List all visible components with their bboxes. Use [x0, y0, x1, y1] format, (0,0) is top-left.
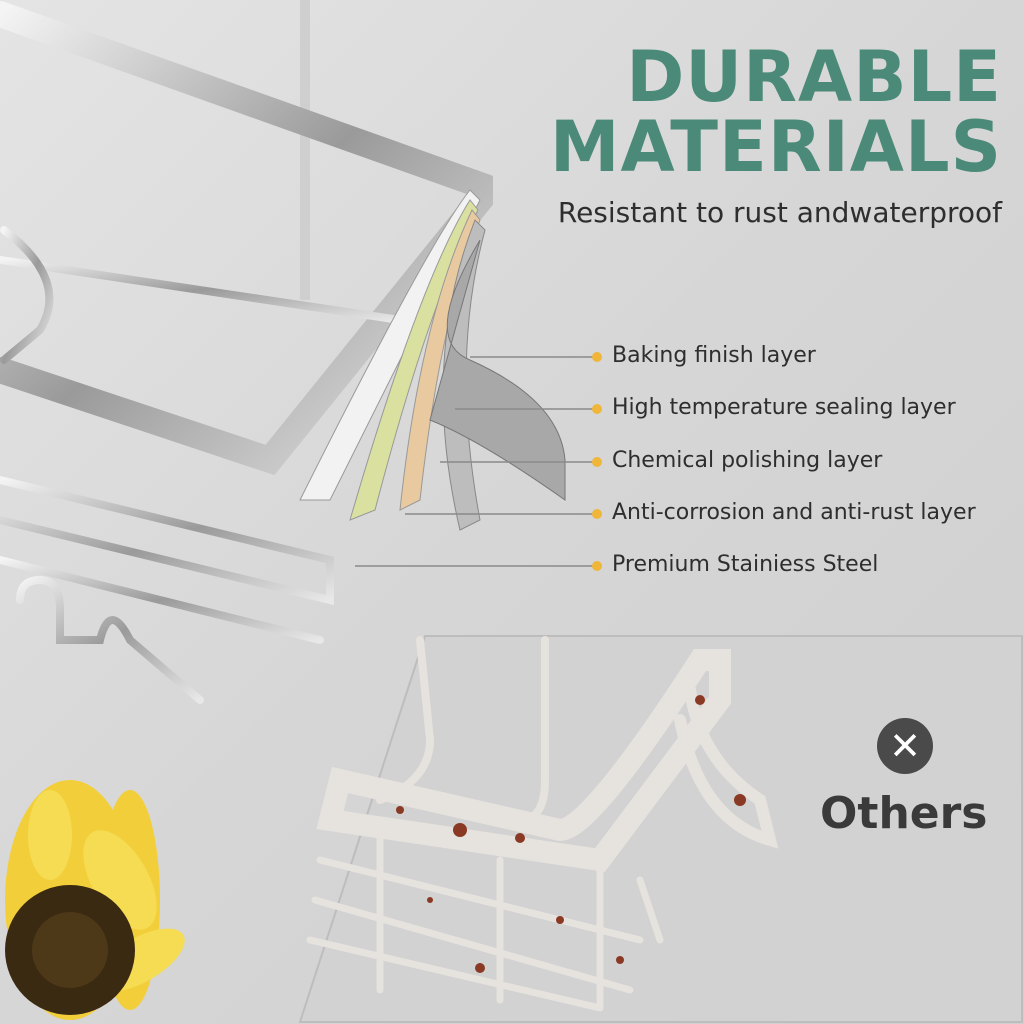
bullet-dot — [592, 509, 602, 519]
others-label: Others — [820, 788, 988, 839]
others-panel — [298, 635, 1023, 1023]
bullet-dot — [592, 561, 602, 571]
bullet-dot — [592, 457, 602, 467]
leader-lines — [355, 356, 594, 567]
title-line-1: DURABLE — [626, 36, 1002, 118]
subtitle: Resistant to rust andwaterproof — [557, 196, 1002, 229]
bullet-dot — [592, 352, 602, 362]
layer-label: Premium Stainiess Steel — [612, 552, 879, 577]
rust-spots — [396, 695, 746, 973]
bullet-dot — [592, 404, 602, 414]
layer-label: Baking finish layer — [612, 343, 816, 368]
rusty-basket — [306, 636, 779, 1012]
layer-label: Anti-corrosion and anti-rust layer — [612, 500, 976, 525]
title-line-2: MATERIALS — [549, 106, 1002, 188]
x-icon: ✕ — [877, 718, 933, 774]
layer-label: Chemical polishing layer — [612, 448, 883, 473]
sunflower-decoration — [5, 780, 185, 1020]
layer-label: High temperature sealing layer — [612, 395, 956, 420]
material-layers — [299, 189, 566, 531]
